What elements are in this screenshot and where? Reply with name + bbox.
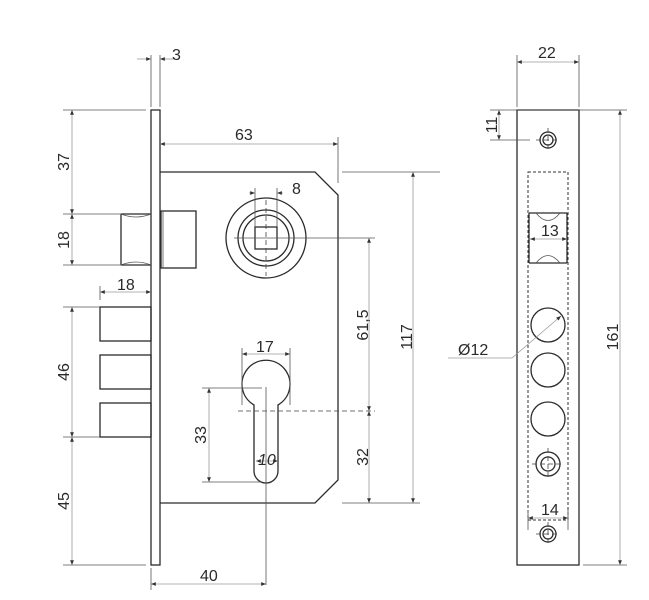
dim-case-depth: 63: [235, 127, 253, 144]
bolt-hole-1: [530, 307, 566, 343]
dim-latch-window: 13: [541, 223, 559, 240]
dim-bottom-window: 14: [541, 502, 559, 519]
dead-bolt-2: [99, 354, 152, 390]
faceplate: [150, 109, 161, 566]
lock-case: [160, 171, 339, 504]
dim-cylinder-to-bottom: 32: [355, 448, 372, 466]
bolt-hole-3: [530, 401, 566, 437]
dim-spindle-to-cylinder: 61,5: [355, 309, 372, 340]
side-view: 22 11 13 Ø12 14 161: [448, 45, 627, 566]
screw-hole-middle: [532, 448, 564, 480]
dim-backset: 40: [200, 568, 218, 585]
screw-hole-bottom: [536, 522, 560, 546]
dim-faceplate-width: 22: [538, 45, 556, 62]
dim-faceplate-thickness: 3: [172, 47, 181, 64]
latch-window: [528, 212, 568, 264]
dim-spindle-square: 8: [292, 181, 301, 198]
dim-bolt-to-bottom: 45: [56, 492, 73, 510]
front-view: 3 63 37 18 46 45 18 8 6: [56, 47, 440, 590]
dim-cylinder-width: 17: [256, 339, 274, 356]
cylinder-cutout: [238, 359, 375, 585]
dim-top-to-latch: 37: [56, 153, 73, 171]
spindle-hub: [225, 197, 375, 279]
dim-cylinder-height: 33: [193, 426, 210, 444]
dead-bolt-3: [99, 402, 152, 438]
dim-latch-height: 18: [56, 231, 73, 249]
dead-bolt-1: [99, 306, 152, 342]
dim-bolt-projection: 18: [117, 277, 135, 294]
screw-hole-top: [536, 128, 560, 152]
dim-faceplate-length: 161: [605, 324, 622, 351]
dim-bolt-block-height: 46: [56, 363, 73, 381]
faceplate-side: [516, 109, 580, 566]
dim-cylinder-slot: 10: [258, 452, 276, 469]
latch-block: [160, 210, 197, 269]
bolt-hole-2: [530, 352, 566, 388]
dim-case-height: 117: [399, 324, 416, 350]
strike-window: [527, 171, 569, 521]
latch-bolt: [120, 213, 151, 266]
dim-bolt-hole-diameter: Ø12: [458, 342, 488, 359]
dim-top-to-screw: 11: [484, 117, 501, 134]
